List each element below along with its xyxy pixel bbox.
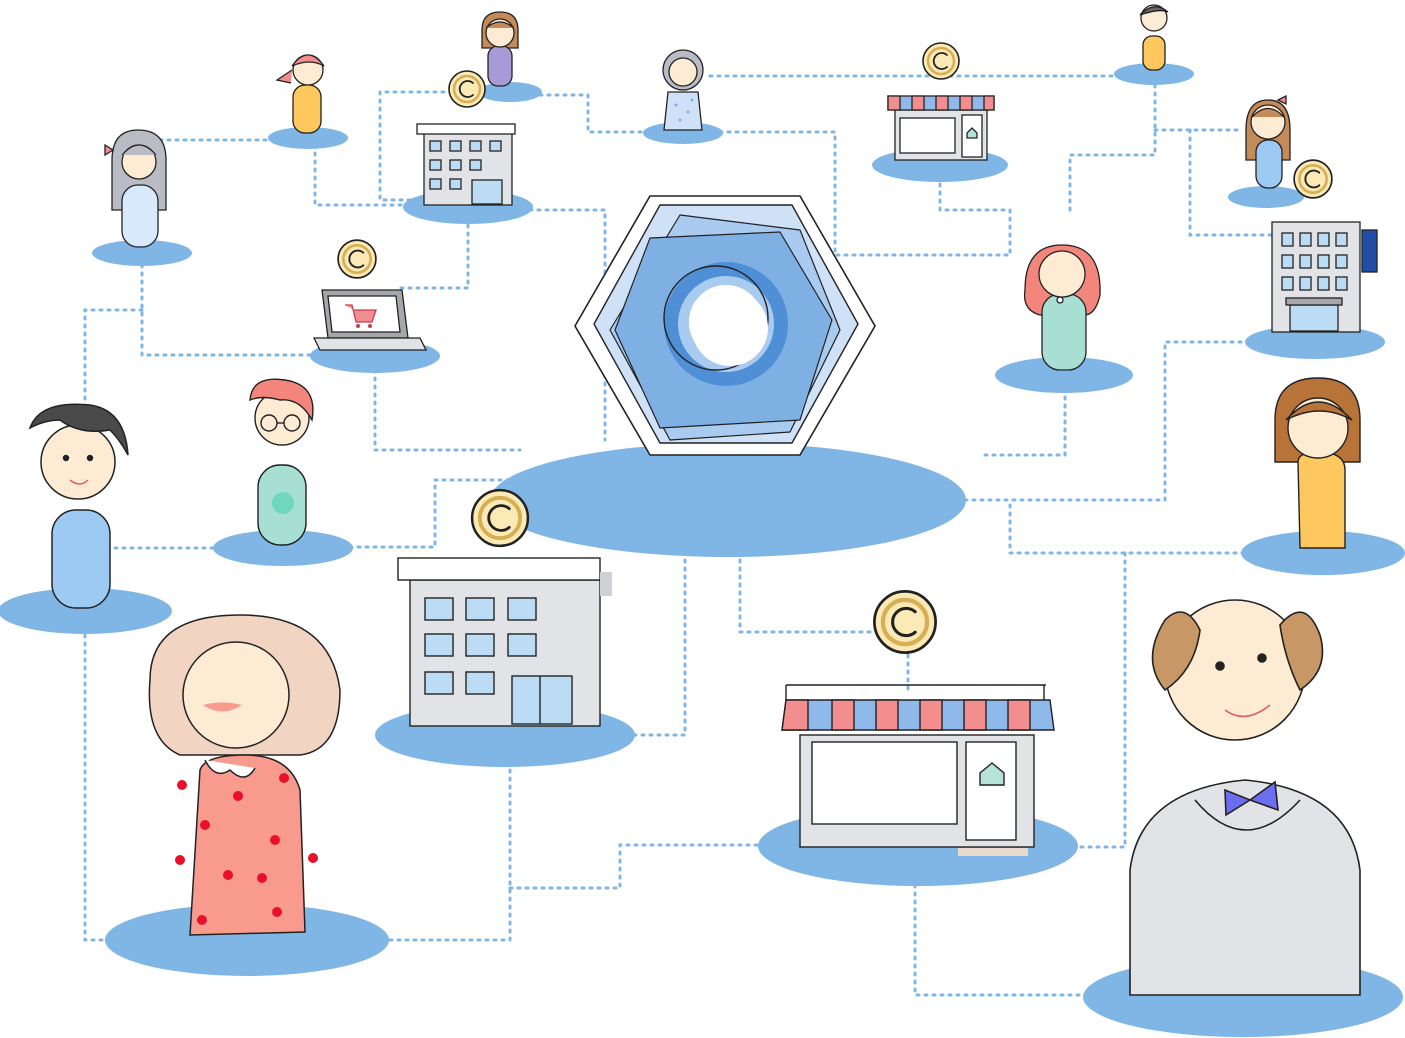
coin-icon-6	[874, 591, 935, 652]
coin-icon-2	[336, 238, 378, 280]
child-orange-hair-icon	[275, 54, 325, 134]
man-small-icon	[1139, 4, 1169, 71]
connection-lines	[83, 74, 1277, 997]
laptop-cart-icon	[312, 289, 428, 351]
woman-curly-hair-icon	[1023, 244, 1101, 371]
woman-gray-hair-icon	[104, 129, 167, 248]
woman-bow-icon	[1245, 94, 1291, 189]
man-black-hair-icon	[28, 403, 129, 609]
woman-brown-hair-icon	[1274, 377, 1361, 549]
elderly-woman-icon	[662, 49, 704, 131]
hub-base	[490, 443, 966, 557]
dog-waiter-icon	[1129, 599, 1361, 996]
office-building-small-icon	[416, 123, 516, 206]
blockchain-hub-icon	[574, 195, 876, 456]
coin-icon-5	[470, 488, 530, 548]
office-building-large-icon	[397, 557, 612, 727]
woman-purple-shirt-icon	[481, 11, 519, 87]
woman-polka-dress-icon	[148, 614, 341, 936]
coin-icon-4	[1292, 158, 1334, 200]
coin-icon-1	[447, 69, 487, 109]
storefront-large-icon	[781, 684, 1055, 856]
storefront-small-icon	[887, 95, 995, 161]
office-tower-icon	[1271, 221, 1378, 333]
coin-icon-3	[921, 41, 961, 81]
man-glasses-icon	[249, 378, 314, 546]
